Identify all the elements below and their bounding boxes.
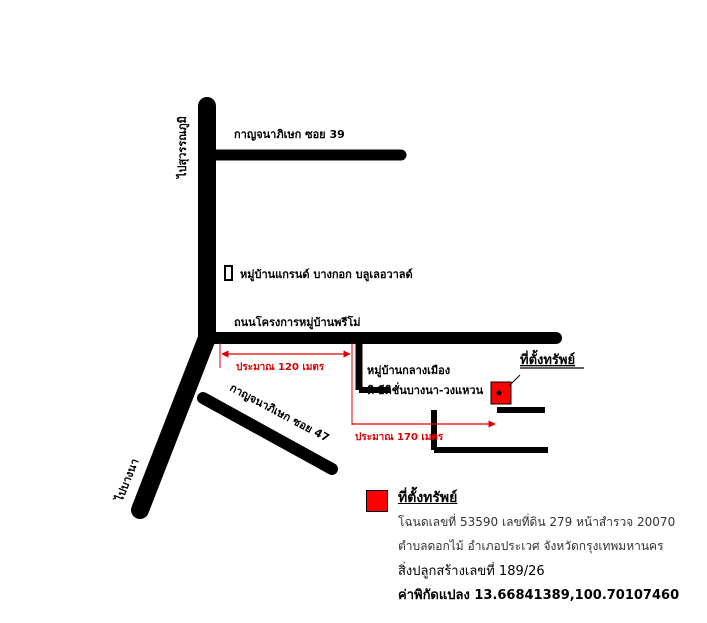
klang-muang-label-2: ดิ อีดิชั่นบางนา-วงแหวน <box>367 382 484 397</box>
soi-39-label: กาญจนาภิเษก ซอย 39 <box>234 128 345 141</box>
distance-170-label: ประมาณ 170 เมตร <box>355 431 444 443</box>
distance-170-guide <box>351 368 496 428</box>
grand-village-label: หมู่บ้านแกรนด์ บางกอก บลูเลอวาลด์ <box>240 268 413 282</box>
project-road-label: ถนนโครงการหมู่บ้านพรีโม่ <box>234 315 361 330</box>
road-network <box>131 97 562 519</box>
property-marker-dot <box>496 390 502 396</box>
legend-deed-info: โฉนดเลขที่ 53590 เลขที่ดิน 279 หน้าสำรวจ… <box>398 515 676 529</box>
legend-address: ตำบลดอกไม้ อำเภอประเวศ จังหวัดกรุงเทพมหา… <box>398 539 664 553</box>
main-road-label: ถนนวงแหวนตะวันออก <box>195 182 213 329</box>
soi-47-line <box>197 392 338 475</box>
distance-120-label: ประมาณ 120 เมตร <box>236 361 325 373</box>
legend-coordinates: ค่าพิกัดแปลง 13.66841389,100.70107460 <box>398 588 680 603</box>
legend-building-number: สิ่งปลูกสร้างเลขที่ 189/26 <box>398 564 545 579</box>
klang-muang-label-1: หมู่บ้านกลางเมือง <box>367 364 450 378</box>
grand-village-marker <box>224 265 233 281</box>
property-map-label: ที่ตั้งทรัพย์ <box>520 349 575 368</box>
property-pointer-line <box>508 374 521 387</box>
legend-property-marker <box>366 490 388 512</box>
distance-120-guide <box>219 343 353 368</box>
legend-title: ที่ตั้งทรัพย์ <box>398 490 458 506</box>
main-road-to-bangna-line <box>131 329 216 519</box>
to-suvarnabhumi-label: ไปสุวรรณภูมิ <box>175 116 190 180</box>
